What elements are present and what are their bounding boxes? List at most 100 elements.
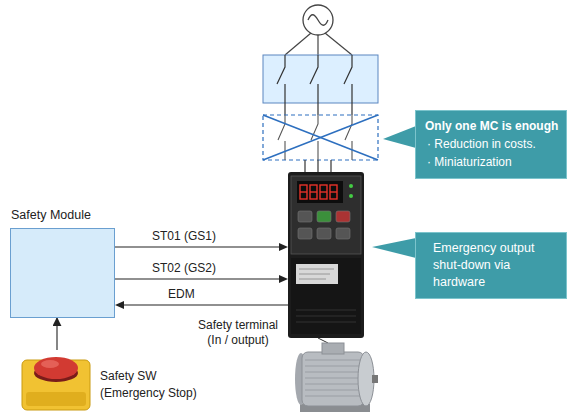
inverter-drawing	[299, 269, 334, 270]
inverter-drawing	[291, 258, 361, 334]
inverter-drawing	[299, 269, 334, 279]
contactor-box	[263, 55, 378, 103]
switch-label: Safety SW (Emergency Stop)	[100, 368, 210, 402]
power-wire	[285, 103, 352, 115]
inverter-drawing	[336, 211, 350, 222]
power-wire	[317, 160, 318, 172]
inverter-drawing	[296, 316, 356, 317]
motor-drawing	[295, 338, 378, 412]
callout-item: · Miniaturization	[427, 153, 562, 171]
module-title: Safety Module	[11, 207, 114, 223]
inverter-drawing	[296, 310, 356, 311]
removed-contactor-box	[263, 115, 378, 160]
motor-drawing	[302, 352, 364, 406]
ac-source-symbol	[325, 33, 352, 55]
callout-item: · Reduction in costs.	[427, 135, 562, 153]
ac-source-symbol	[285, 33, 311, 55]
callout-box: Emergency output shut-down via hardware	[415, 232, 567, 299]
inverter-drawing	[300, 185, 337, 199]
inverter-drawing	[298, 228, 312, 239]
motor-drawing	[372, 375, 378, 383]
motor-drawing	[305, 360, 361, 361]
contactor-box	[277, 55, 352, 103]
power-wire	[351, 103, 352, 115]
inverter-drawing	[297, 181, 343, 203]
safety-switch: Safety SW (Emergency Stop)	[14, 350, 210, 412]
inverter-drawing	[349, 184, 353, 188]
inverter-drawing	[320, 185, 327, 199]
inverter-drawing	[330, 185, 337, 199]
contactor-box	[277, 55, 285, 103]
inverter-drawing	[288, 172, 364, 338]
emergency-stop-drawing	[34, 357, 78, 379]
removed-contactor-box	[263, 115, 378, 160]
arrow-connector	[56, 318, 57, 350]
callout-box: Only one MC is enough· Reduction in cost…	[415, 110, 567, 179]
motor-drawing	[358, 352, 374, 406]
motor-drawing	[305, 360, 361, 396]
power-wire	[284, 103, 285, 115]
callout-text: Emergency output shut-down via hardware	[433, 240, 541, 291]
removed-contactor-box	[278, 115, 352, 160]
motor-drawing	[305, 378, 361, 379]
removed-contactor-box	[263, 115, 378, 160]
signal-wire	[279, 275, 288, 283]
removed-contactor-box	[345, 115, 352, 160]
power-wire	[317, 103, 318, 115]
inverter-drawing	[296, 322, 356, 323]
inverter-drawing	[317, 228, 331, 239]
signal-wire	[115, 243, 288, 309]
emergency-stop-drawing	[41, 360, 59, 368]
inverter-drawing	[310, 185, 317, 199]
ac-source-symbol	[317, 35, 318, 55]
removed-contactor-box	[263, 115, 378, 160]
signal-name: ST02 (GS2)	[152, 261, 216, 276]
motor-drawing	[305, 372, 361, 373]
signal-name: EDM	[168, 287, 195, 302]
signal-name: ST01 (GS1)	[152, 229, 216, 244]
terminal-note: Safety terminal (In / output)	[190, 318, 286, 348]
signal-wire	[115, 278, 280, 279]
signal-wire	[115, 301, 124, 309]
power-wire	[330, 160, 331, 172]
ac-source-symbol	[303, 5, 333, 35]
emergency-stop-drawing	[22, 357, 90, 410]
motor-drawing	[305, 366, 361, 367]
contactor-box	[263, 55, 378, 103]
callout-heading: Only one MC is enough	[425, 117, 560, 135]
inverter-drawing	[296, 310, 356, 322]
motor-drawing	[305, 390, 361, 391]
removed-contactor-box	[311, 115, 318, 160]
inverter-drawing	[300, 191, 307, 192]
inverter-drawing	[299, 274, 330, 275]
inverter-drawing	[310, 191, 317, 192]
inverter-drawing	[320, 191, 327, 192]
inverter-drawing	[291, 176, 361, 254]
signal-wire	[123, 304, 288, 305]
contactor-box	[310, 55, 318, 103]
motor-drawing	[305, 396, 361, 397]
motor-drawing	[322, 343, 344, 354]
inverter-drawing	[296, 264, 338, 284]
inverter-drawing	[288, 172, 364, 338]
signal-wire	[115, 246, 280, 247]
ac-source-symbol	[285, 5, 352, 55]
contactor-box	[344, 55, 352, 103]
power-wire	[305, 160, 331, 172]
safety-module-box: Safety Module	[10, 228, 115, 318]
ac-source-symbol	[308, 15, 328, 26]
inverter-drawing	[330, 191, 337, 192]
signal-wire	[279, 243, 288, 251]
emergency-stop-drawing	[26, 392, 86, 406]
inverter-drawing	[298, 211, 312, 222]
inverter-drawing	[298, 211, 350, 239]
inverter-drawing	[336, 228, 350, 239]
power-wire	[304, 160, 305, 172]
inverter-drawing	[349, 194, 353, 198]
inverter-drawing	[317, 211, 331, 222]
motor-drawing	[318, 338, 328, 343]
inverter-drawing	[299, 279, 326, 280]
callout-pointer	[383, 126, 416, 148]
inverter-drawing	[300, 185, 307, 199]
